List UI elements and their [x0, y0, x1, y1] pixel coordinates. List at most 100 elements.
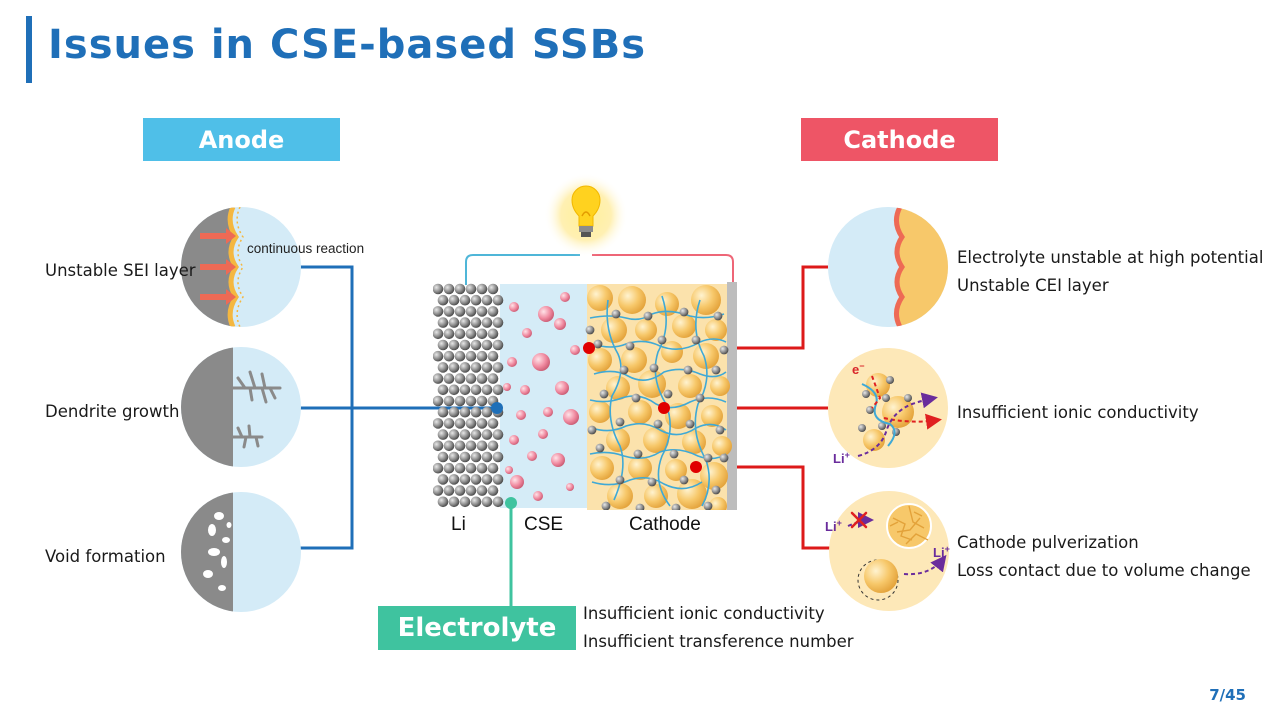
- li-atom: [470, 496, 482, 508]
- cathode-active-particle: [621, 347, 647, 373]
- cathode-active-particle: [665, 459, 687, 481]
- cathode-active-particle: [607, 483, 633, 509]
- cathode-issue-2: Unstable CEI layer: [957, 276, 1109, 295]
- li-atom: [443, 462, 455, 474]
- li-atom: [465, 462, 477, 474]
- cse-particle: [527, 451, 537, 461]
- dendrite-illustration: [181, 347, 301, 467]
- cathode-active-particle: [712, 436, 732, 456]
- li-atom: [433, 350, 444, 362]
- cse-particle: [510, 475, 524, 489]
- li-atom: [437, 362, 449, 373]
- cse-particle: [566, 483, 574, 491]
- li-atom: [476, 373, 488, 384]
- cathode-issue-1: Electrolyte unstable at high potential: [957, 248, 1264, 267]
- li-atom: [476, 418, 488, 429]
- cathode-active-particle: [677, 479, 707, 509]
- li-atom: [465, 395, 477, 407]
- li-atom: [492, 429, 504, 440]
- li-atom: [470, 317, 482, 328]
- li-atom: [481, 429, 493, 440]
- cathode-connector-dot-1: [583, 342, 595, 354]
- cse-particle: [533, 491, 543, 501]
- electrolyte-issue-2: Insufficient transference number: [583, 632, 854, 651]
- cse-particle: [538, 306, 554, 322]
- li-atom: [487, 462, 499, 474]
- li-atom: [454, 462, 466, 474]
- li-atom: [492, 451, 504, 463]
- electron-label: e−: [852, 361, 865, 377]
- li-atom: [492, 294, 504, 306]
- li-atom: [476, 440, 488, 452]
- li-atom: [448, 406, 460, 418]
- li-atom: [459, 496, 471, 508]
- li-atom: [470, 406, 482, 418]
- li-atom: [487, 283, 499, 295]
- li-atom: [470, 429, 482, 440]
- li-atom: [443, 306, 455, 317]
- cathode-particles: [585, 284, 732, 510]
- li-atom: [465, 283, 477, 295]
- li-atom: [476, 283, 488, 295]
- li-atom: [454, 350, 466, 362]
- cathode-active-particle: [678, 374, 702, 398]
- anode-header: Anode: [143, 118, 340, 161]
- cse-particle: [522, 328, 532, 338]
- li-atom: [443, 283, 455, 295]
- li-atom: [454, 306, 466, 317]
- li-atom: [448, 339, 460, 351]
- li-atom: [454, 418, 466, 429]
- circuit-wire-blue: [465, 254, 580, 285]
- li-atom: [465, 373, 477, 384]
- carbon-additive: [599, 389, 609, 399]
- cse-particle: [551, 453, 565, 467]
- li-atom: [437, 294, 449, 306]
- carbon-additive: [593, 339, 603, 349]
- li-atom: [459, 474, 471, 485]
- li-atom: [433, 283, 444, 295]
- carbon-additive: [671, 503, 681, 510]
- cathode-issue-3: Insufficient ionic conductivity: [957, 403, 1199, 422]
- carbon-additive: [649, 363, 659, 373]
- li-atom: [487, 485, 499, 496]
- li-atom: [448, 451, 460, 463]
- current-collector: [727, 282, 737, 510]
- carbon-additive: [695, 393, 705, 403]
- electrolyte-connector-dot: [505, 497, 517, 509]
- carbon-additive: [615, 475, 625, 485]
- carbon-additive: [679, 475, 689, 485]
- carbon-additive: [703, 501, 713, 510]
- li-atom: [443, 328, 455, 340]
- cell-label-cse: CSE: [524, 514, 564, 535]
- cse-particle: [532, 353, 550, 371]
- li-atom: [481, 384, 493, 396]
- anode-connector-dot: [491, 402, 503, 414]
- li-atom: [481, 496, 493, 508]
- li-atom: [459, 406, 471, 418]
- li-ion-label-3: Li+: [933, 544, 950, 560]
- cathode-active-particle: [628, 400, 652, 424]
- carbon-additive: [679, 307, 689, 317]
- li-atom: [470, 474, 482, 485]
- li-atom: [433, 462, 444, 474]
- cathode-connector-dot-2: [658, 402, 670, 414]
- carbon-additive: [601, 501, 611, 510]
- li-atom: [487, 350, 499, 362]
- li-ion-label-1: Li+: [833, 450, 850, 466]
- cathode-active-particle: [606, 376, 630, 400]
- cell-label-cathode: Cathode: [629, 514, 701, 535]
- carbon-additive: [615, 417, 625, 427]
- li-atom: [459, 339, 471, 351]
- li-atom: [481, 294, 493, 306]
- li-atom: [448, 317, 460, 328]
- li-atom: [487, 328, 499, 340]
- li-atom: [492, 339, 504, 351]
- li-atom: [481, 406, 493, 418]
- li-atom: [481, 451, 493, 463]
- cse-particle: [509, 435, 519, 445]
- li-atom: [465, 306, 477, 317]
- li-atom: [459, 294, 471, 306]
- cse-particle: [509, 302, 519, 312]
- carbon-additive: [719, 345, 729, 355]
